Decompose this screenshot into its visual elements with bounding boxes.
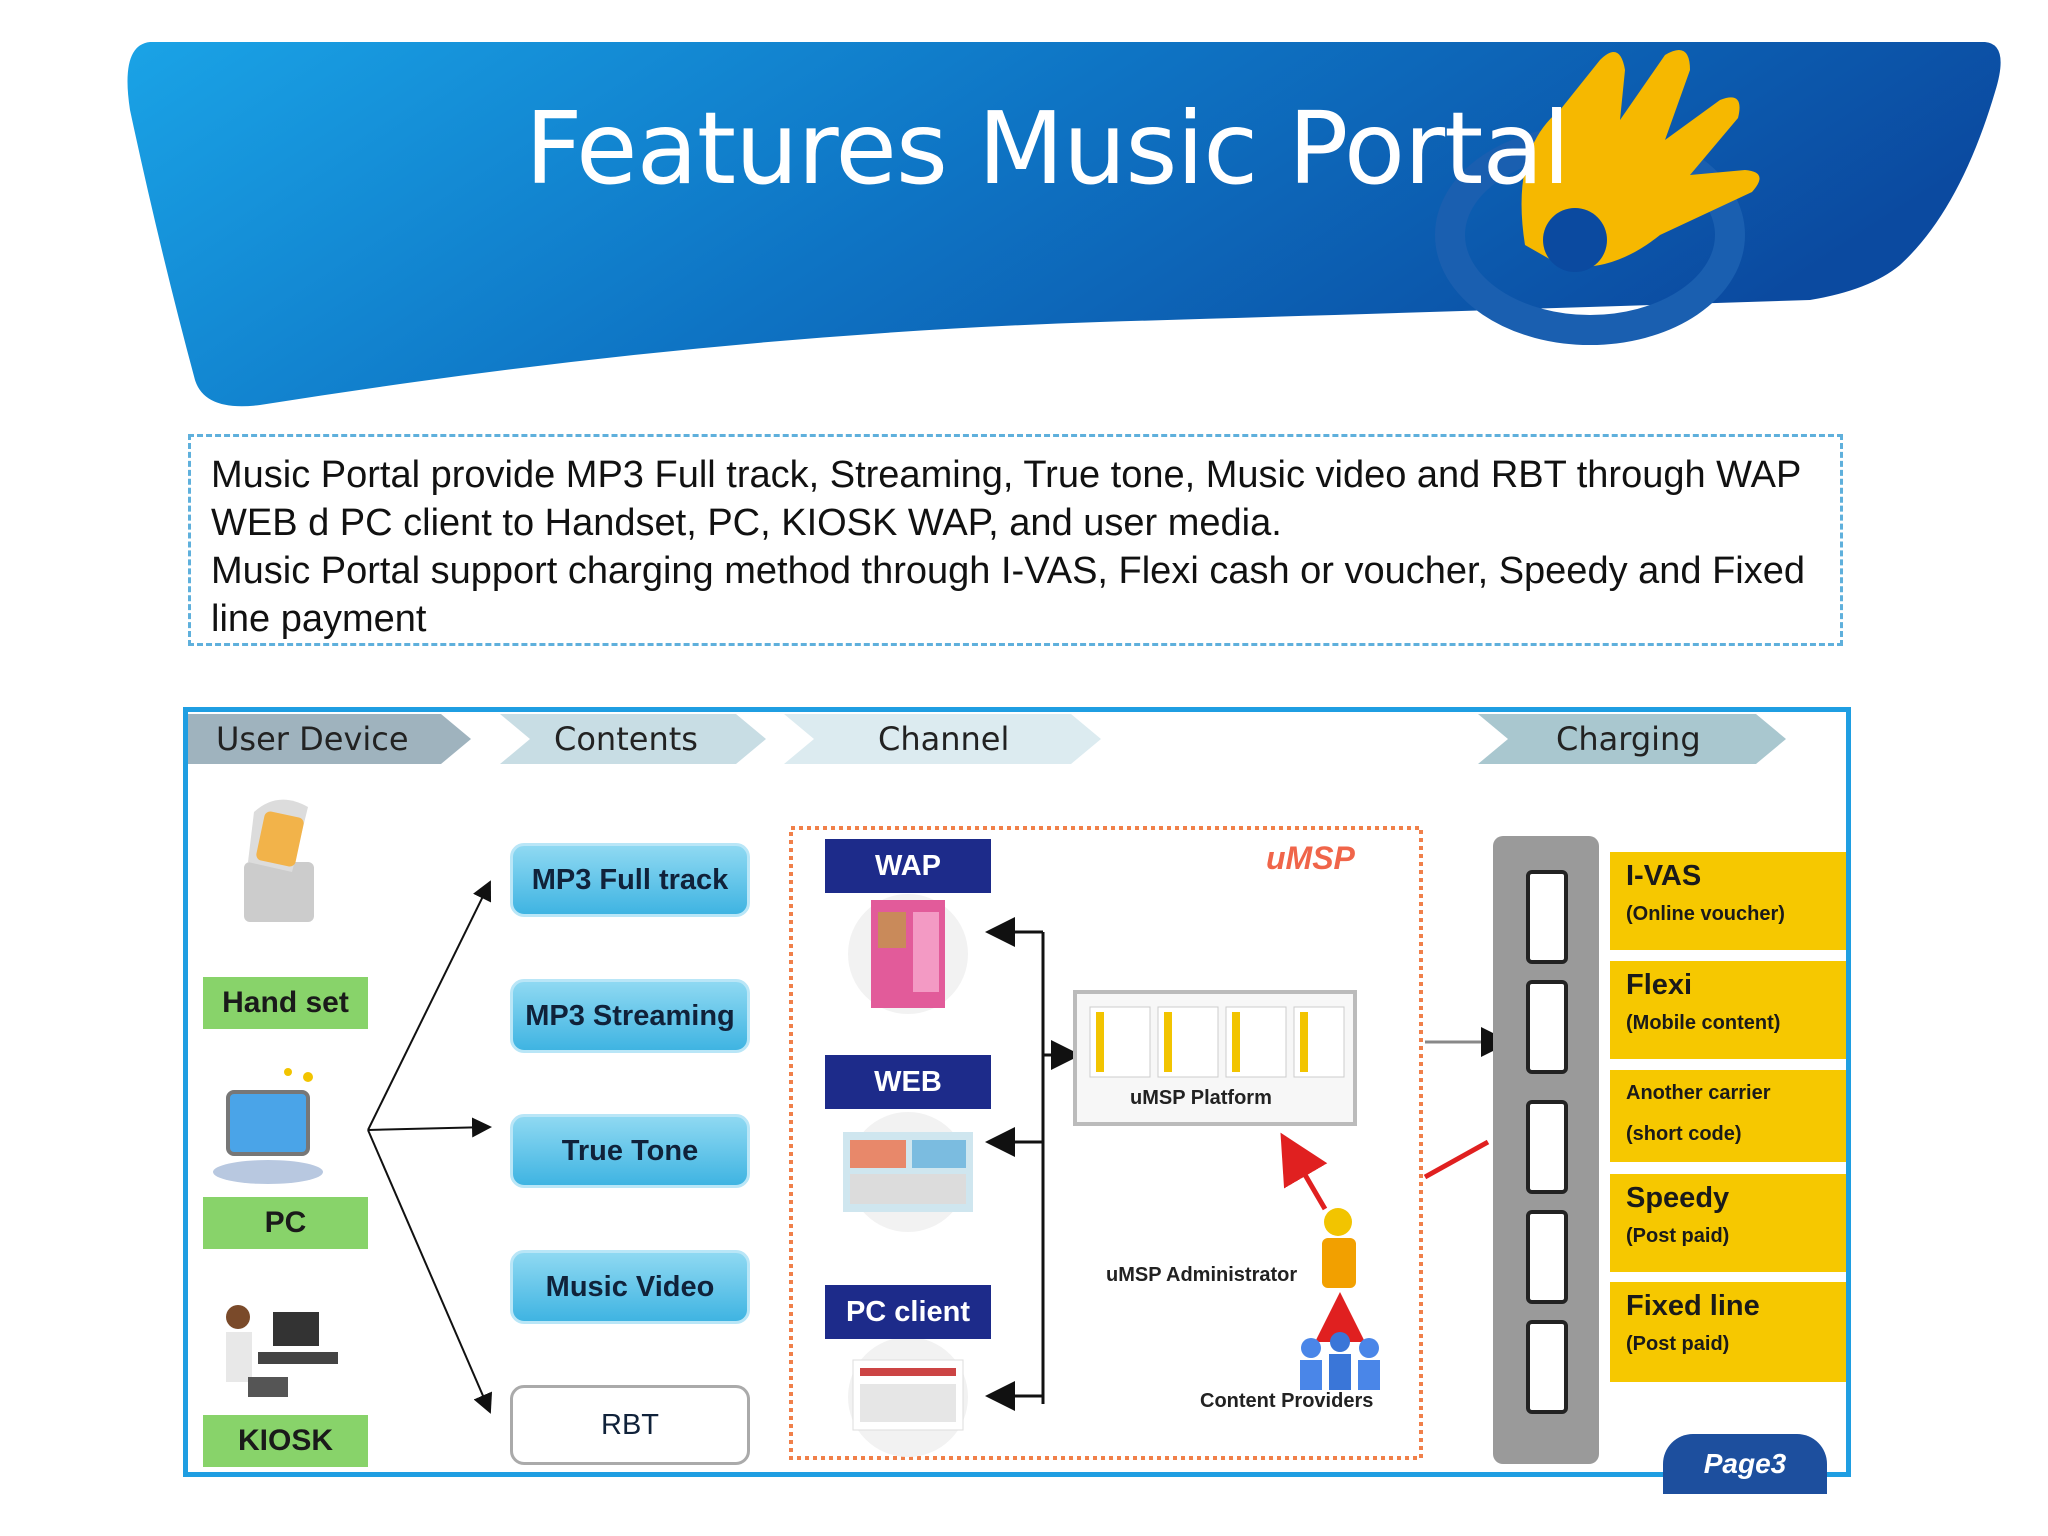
charging-another-carrier: Another carrier (short code) [1610, 1070, 1846, 1162]
pc-icon [213, 1068, 323, 1184]
content-mp3-full-track: MP3 Full track [510, 843, 750, 917]
kiosk-icon [226, 1305, 338, 1397]
channel-web: WEB [825, 1055, 991, 1109]
logo-hand-icon [1435, 50, 1760, 345]
umsp-platform-label: uMSP Platform [1130, 1087, 1272, 1109]
content-providers-label: Content Providers [1200, 1390, 1374, 1412]
charging-speedy-sub: (Post paid) [1626, 1225, 1730, 1247]
description-line-2: Music Portal support charging method thr… [211, 550, 1806, 640]
channel-pc-client: PC client [825, 1285, 991, 1339]
page-title: Features Music Portal [525, 90, 1570, 207]
umsp-brand: uMSP [1266, 840, 1355, 876]
wap-screenshot [848, 894, 968, 1014]
header-contents: Contents [554, 720, 698, 758]
charging-ivas-name: I-VAS [1626, 860, 1702, 892]
device-pc: PC [203, 1197, 368, 1249]
header-banner [127, 42, 2001, 407]
charging-ivas: I-VAS (Online voucher) [1610, 852, 1846, 950]
charging-flexi-sub: (Mobile content) [1626, 1012, 1781, 1034]
content-music-video: Music Video [510, 1250, 750, 1324]
header-charging: Charging [1556, 720, 1701, 758]
header-channel: Channel [878, 720, 1010, 758]
charging-flexi-name: Flexi [1626, 969, 1693, 1001]
charging-ivas-sub: (Online voucher) [1626, 903, 1785, 925]
charging-another-carrier-name: Another carrier [1626, 1082, 1771, 1104]
header-user-device: User Device [216, 720, 409, 758]
pc-client-screenshot [848, 1337, 968, 1457]
diagram-graphics [188, 714, 1786, 1464]
device-kiosk: KIOSK [203, 1415, 368, 1467]
handset-icon [244, 799, 314, 922]
charging-fixed-line-name: Fixed line [1626, 1290, 1760, 1322]
umsp-platform-box [1073, 990, 1357, 1126]
content-mp3-streaming: MP3 Streaming [510, 979, 750, 1053]
header-chevron-user-device [188, 714, 471, 764]
charging-speedy-name: Speedy [1626, 1182, 1730, 1214]
umsp-zone [789, 826, 1423, 1460]
web-screenshot [843, 1112, 973, 1232]
charging-fixed-line-sub: (Post paid) [1626, 1333, 1730, 1355]
content-true-tone: True Tone [510, 1114, 750, 1188]
charging-fixed-line: Fixed line (Post paid) [1610, 1282, 1846, 1382]
umsp-administrator-label: uMSP Administrator [1106, 1264, 1298, 1286]
charging-speedy: Speedy (Post paid) [1610, 1174, 1846, 1272]
page-tag: Page3 [1663, 1434, 1827, 1494]
charging-another-carrier-sub: (short code) [1626, 1123, 1742, 1145]
description-line-1: Music Portal provide MP3 Full track, Str… [211, 454, 1801, 544]
content-rbt: RBT [510, 1385, 750, 1465]
device-handset: Hand set [203, 977, 368, 1029]
header-chevron-contents [500, 714, 766, 764]
server-rack [1493, 836, 1599, 1464]
description-box: Music Portal provide MP3 Full track, Str… [188, 434, 1843, 646]
channel-wap: WAP [825, 839, 991, 893]
charging-flexi: Flexi (Mobile content) [1610, 961, 1846, 1059]
content-providers-icon [1300, 1332, 1380, 1390]
header-chevron-channel [784, 714, 1101, 764]
architecture-diagram: User Device Contents Channel Charging Ha… [183, 707, 1851, 1494]
administrator-icon [1322, 1208, 1356, 1288]
header-chevron-charging [1478, 714, 1786, 764]
